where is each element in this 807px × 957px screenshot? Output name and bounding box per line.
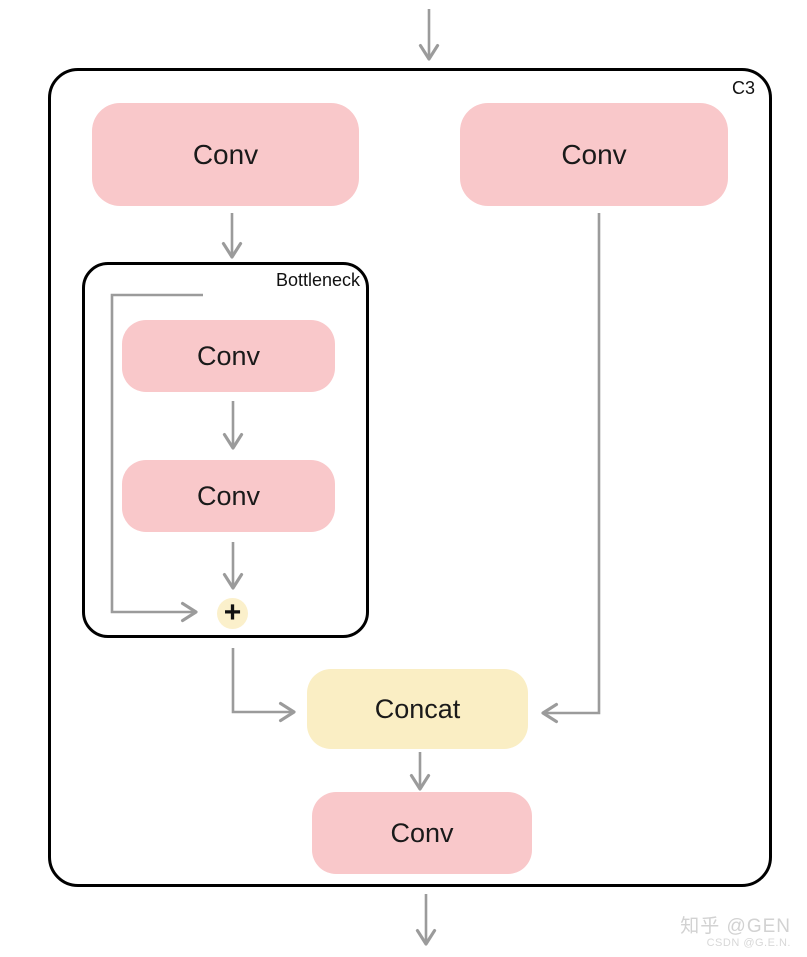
conv-block-top-right: Conv [460,103,728,206]
conv-block-output: Conv [312,792,532,874]
edge-convright-to-concat [541,213,601,724]
c3-label: C3 [731,78,755,98]
bottleneck-conv-block-1: Conv [122,320,335,392]
watermark-csdn: CSDN @G.E.N. [706,937,791,950]
edge-bottleneck-to-concat [231,648,296,723]
watermark-zhihu: 知乎 @GEN [680,915,791,937]
concat-block: Concat [307,669,528,749]
conv-block-top-left: Conv [92,103,359,206]
bottleneck-container-box: Bottleneck [82,262,369,638]
edge-skip-connection [110,293,203,623]
c3-container-box: C3 [48,68,772,887]
residual-add-node: + [217,597,248,629]
watermark: 知乎 @GEN CSDN @G.E.N. [680,916,791,950]
bottleneck-label: Bottleneck [275,270,360,290]
bottleneck-conv-block-2: Conv [122,460,335,532]
